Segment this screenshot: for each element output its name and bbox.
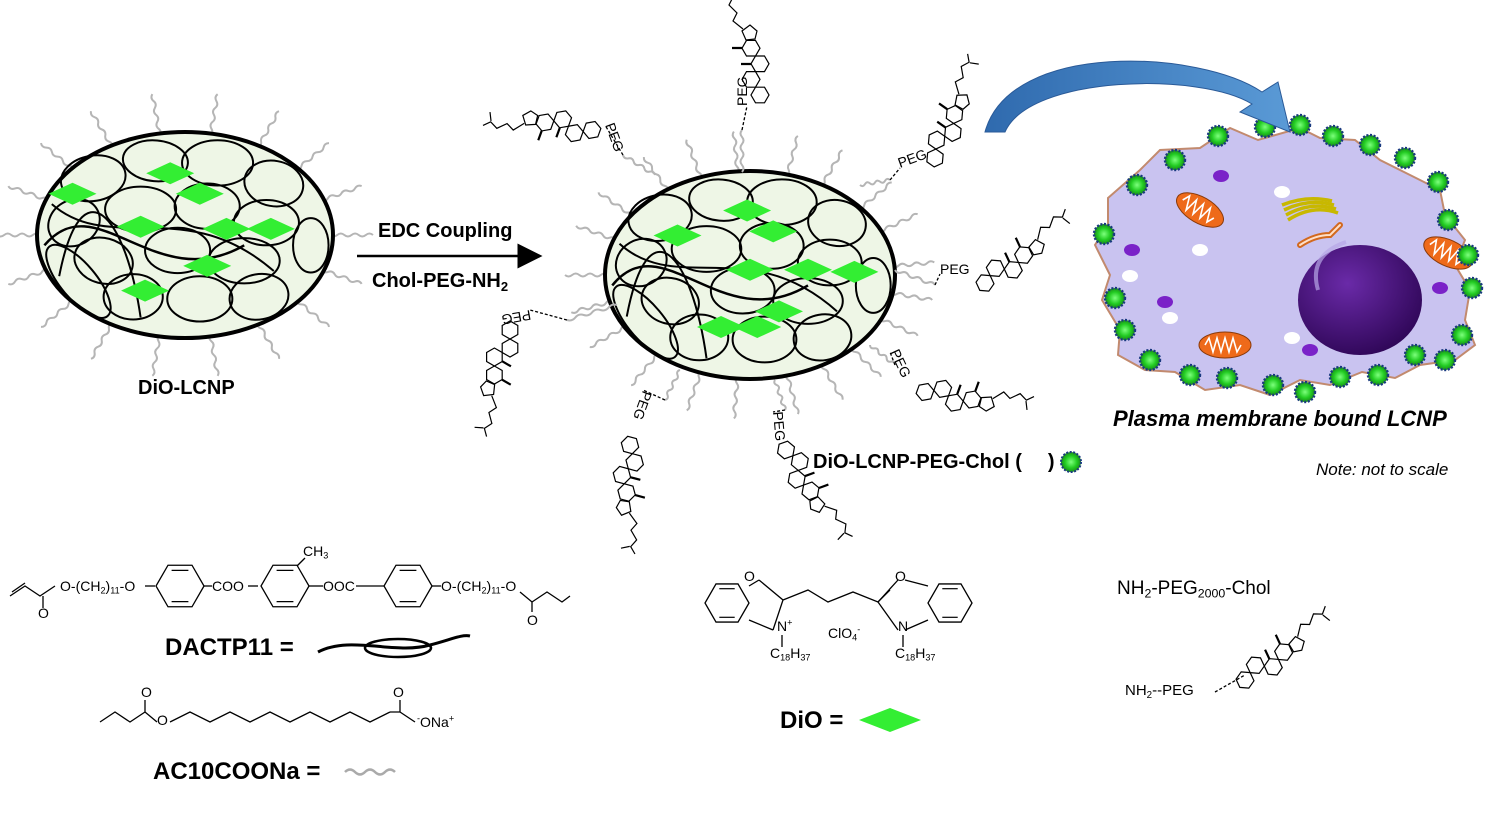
- peg-arm-label: PEG: [630, 389, 655, 422]
- ac10coona-label: AC10COONa =: [153, 758, 321, 785]
- ch3-text: CH3: [303, 543, 329, 561]
- membrane-lcnp-dot: [1178, 363, 1202, 387]
- ac10coona-structure: [99, 700, 416, 723]
- coo-text: COO: [212, 578, 244, 594]
- membrane-lcnp-dot: [1426, 170, 1450, 194]
- membrane-lcnp-dot: [1103, 286, 1127, 310]
- dio-c18h37-right: C18H37: [895, 645, 936, 663]
- ac10-carbonyl-o: O: [141, 684, 152, 700]
- dio-lcnp-label: DiO-LCNP: [138, 377, 235, 399]
- membrane-lcnp-dot: [1293, 380, 1317, 404]
- membrane-lcnp-dot: [1288, 113, 1312, 137]
- peg-arm-label: PEG: [602, 121, 627, 154]
- peg-arm-label: PEG: [887, 347, 914, 381]
- membrane-lcnp-dot: [1393, 146, 1417, 170]
- dactp11-symbol: [317, 634, 471, 654]
- dio-clo4: ClO4-: [828, 624, 861, 643]
- membrane-lcnp-dot: [1092, 222, 1116, 246]
- membrane-lcnp-dot: [1328, 365, 1352, 389]
- dio-c18h37-left: C18H37: [770, 645, 811, 663]
- peg-arm-label: PEG: [770, 411, 789, 442]
- membrane-lcnp-dot: [1215, 366, 1239, 390]
- dio-symbol: [859, 708, 921, 732]
- membrane-lcnp-dot: [1450, 323, 1474, 347]
- membrane-lcnp-dot: [1125, 173, 1149, 197]
- ac10-acid-o: O: [393, 684, 404, 700]
- membrane-lcnp-dot: [1113, 318, 1137, 342]
- ester-o-right: O-(CH2)11-O: [441, 578, 517, 596]
- dio-n-right: N: [898, 618, 909, 634]
- ac10coona-symbol: [344, 768, 396, 776]
- ac10-na: -ONa+: [417, 713, 455, 730]
- nh2-peg-chol-structure: [1214, 605, 1331, 693]
- ooc-text: OOC: [323, 578, 355, 594]
- uptake-arrow: [984, 60, 1291, 133]
- peg-arm-label: PEG: [896, 146, 929, 171]
- dio-n-left: N+: [777, 617, 793, 634]
- membrane-lcnp-dot: [1261, 373, 1285, 397]
- dio-label: DiO =: [780, 707, 844, 734]
- dactp11-structure: [9, 557, 571, 612]
- membrane-lcnp-dot: [1460, 276, 1484, 300]
- membrane-lcnp-dot: [1433, 348, 1457, 372]
- dio-o-left: O: [744, 568, 755, 584]
- membrane-lcnp-dot: [1436, 208, 1460, 232]
- dio-structure: [704, 579, 973, 647]
- carbonyl-o-left: O: [38, 605, 49, 621]
- dio-lcnp-peg-chol-label: DiO-LCNP-PEG-Chol (): [813, 451, 1055, 473]
- dactp11-label: DACTP11 =: [165, 634, 294, 661]
- plasma-membrane-label: Plasma membrane bound LCNP: [1113, 406, 1447, 431]
- peg-arm-label: PEG: [734, 76, 750, 106]
- edc-coupling-label: EDC Coupling: [378, 220, 513, 242]
- dio-o-right: O: [895, 568, 906, 584]
- membrane-lcnp-dot: [1358, 133, 1382, 157]
- peg-chol-dot-symbol: [1060, 451, 1082, 473]
- dio-lcnp-particle: [0, 93, 374, 377]
- membrane-lcnp-dot: [1456, 243, 1480, 267]
- membrane-bound-lcnp-dots: [1092, 113, 1484, 404]
- chol-peg-nh2-label: Chol-PEG-NH2: [372, 270, 509, 294]
- scale-note: Note: not to scale: [1316, 460, 1449, 479]
- nh2-peg-label: NH2--PEG: [1125, 682, 1194, 701]
- membrane-lcnp-dot: [1138, 348, 1162, 372]
- organelles: [1122, 170, 1473, 359]
- mitochondrion: [1198, 331, 1252, 359]
- ac10-ester-o: O: [157, 712, 168, 728]
- membrane-lcnp-dot: [1163, 148, 1187, 172]
- nucleus: [1298, 245, 1422, 355]
- mitochondrion: [1176, 192, 1224, 228]
- carbonyl-o-right: O: [527, 612, 538, 628]
- membrane-lcnp-dot: [1206, 124, 1230, 148]
- membrane-lcnp-dot: [1321, 124, 1345, 148]
- peg-arm-label: PEG: [940, 261, 970, 277]
- membrane-lcnp-dot: [1403, 343, 1427, 367]
- nh2-peg2000-chol-label: NH2-PEG2000-Chol: [1117, 578, 1271, 601]
- dio-lcnp-peg-chol-particle: [564, 130, 935, 420]
- membrane-lcnp-dot: [1366, 363, 1390, 387]
- peg-arm-label: PEG: [500, 307, 532, 328]
- ester-o-left: O-(CH2)11-O: [60, 578, 136, 596]
